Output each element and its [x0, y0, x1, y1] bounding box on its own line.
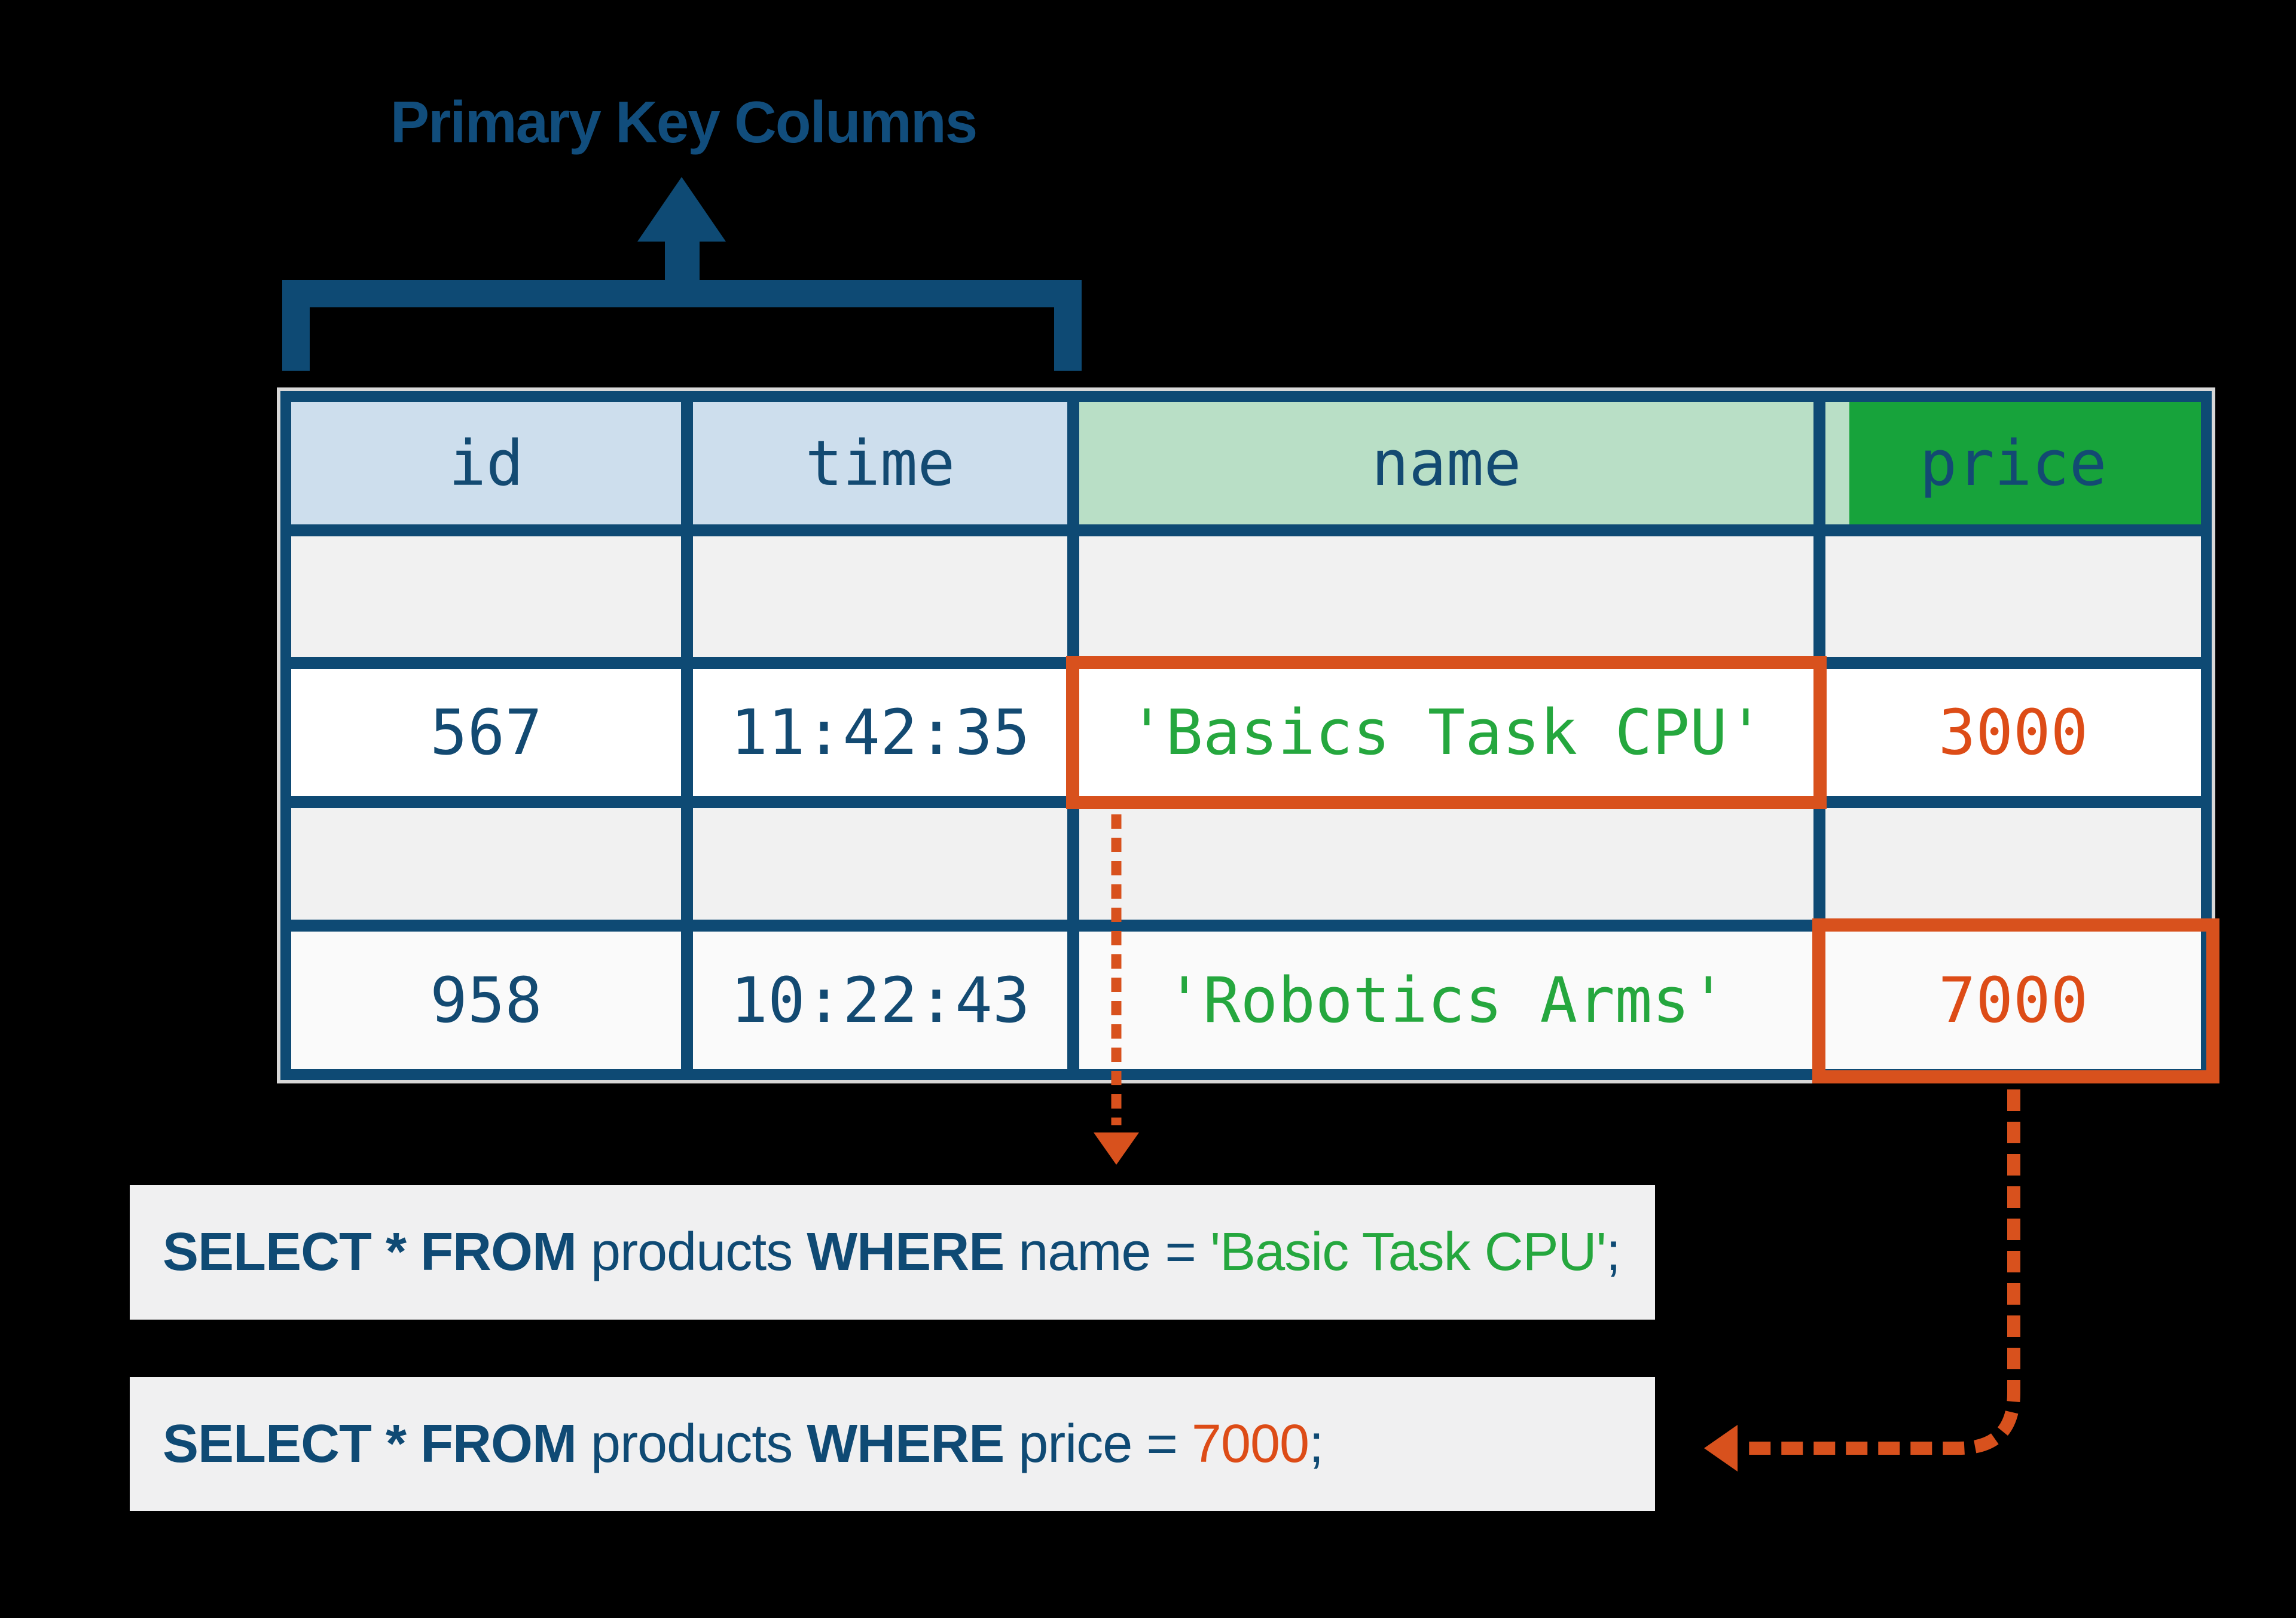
sql-keyword: SELECT * FROM: [163, 1222, 591, 1282]
table-cell-price: 3000: [1825, 669, 2201, 796]
sql-string-value: 'Basic Task CPU': [1210, 1222, 1607, 1282]
table-cell-empty: [693, 536, 1067, 657]
table-cell-empty: [693, 808, 1067, 920]
column-header-price: price: [1825, 402, 2201, 524]
sql-text: price =: [1018, 1414, 1192, 1474]
highlight-price-cell: [1812, 918, 2219, 1083]
table-cell-name: 'Basics Task CPU': [1079, 669, 1813, 796]
sql-keyword: WHERE: [807, 1414, 1019, 1474]
table-cell-empty: [1079, 808, 1813, 920]
primary-key-bracket: [282, 280, 1082, 371]
highlight-name-cell: [1066, 656, 1827, 809]
products-table: id time name price 567 11:42:35 'Basics …: [277, 387, 2215, 1083]
sql-number-value: 7000: [1191, 1414, 1309, 1474]
column-header-time: time: [693, 402, 1067, 524]
sql-keyword: WHERE: [807, 1222, 1019, 1282]
products-table-grid: id time name price 567 11:42:35 'Basics …: [280, 391, 2212, 1080]
sql-text: name =: [1018, 1222, 1210, 1282]
table-cell-empty: [291, 808, 681, 920]
left-arrow-icon: [1704, 1089, 2020, 1472]
sql-text: products: [591, 1222, 807, 1282]
sql-text: ;: [1309, 1414, 1324, 1474]
sql-keyword: SELECT * FROM: [163, 1414, 591, 1474]
sql-text: ;: [1605, 1222, 1621, 1282]
sql-query-box-name: SELECT * FROM products WHERE name = 'Bas…: [130, 1185, 1655, 1320]
column-header-name: name: [1079, 402, 1813, 524]
table-cell-id: 958: [291, 932, 681, 1069]
table-cell-time: 10:22:43: [693, 932, 1067, 1069]
table-cell-empty: [1825, 536, 2201, 657]
table-cell-empty: [291, 536, 681, 657]
table-cell-empty: [1825, 808, 2201, 920]
table-cell-empty: [1079, 536, 1813, 657]
table-cell-name: 'Robotics Arms': [1079, 932, 1813, 1069]
up-arrow-icon: [637, 177, 726, 292]
table-cell-id: 567: [291, 669, 681, 796]
table-cell-time: 11:42:35: [693, 669, 1067, 796]
table-cell-price: 7000: [1825, 932, 2201, 1069]
sql-text: products: [591, 1414, 807, 1474]
diagram-title: Primary Key Columns: [390, 89, 978, 155]
column-header-id: id: [291, 402, 681, 524]
sql-query-box-price: SELECT * FROM products WHERE price = 700…: [130, 1377, 1655, 1511]
